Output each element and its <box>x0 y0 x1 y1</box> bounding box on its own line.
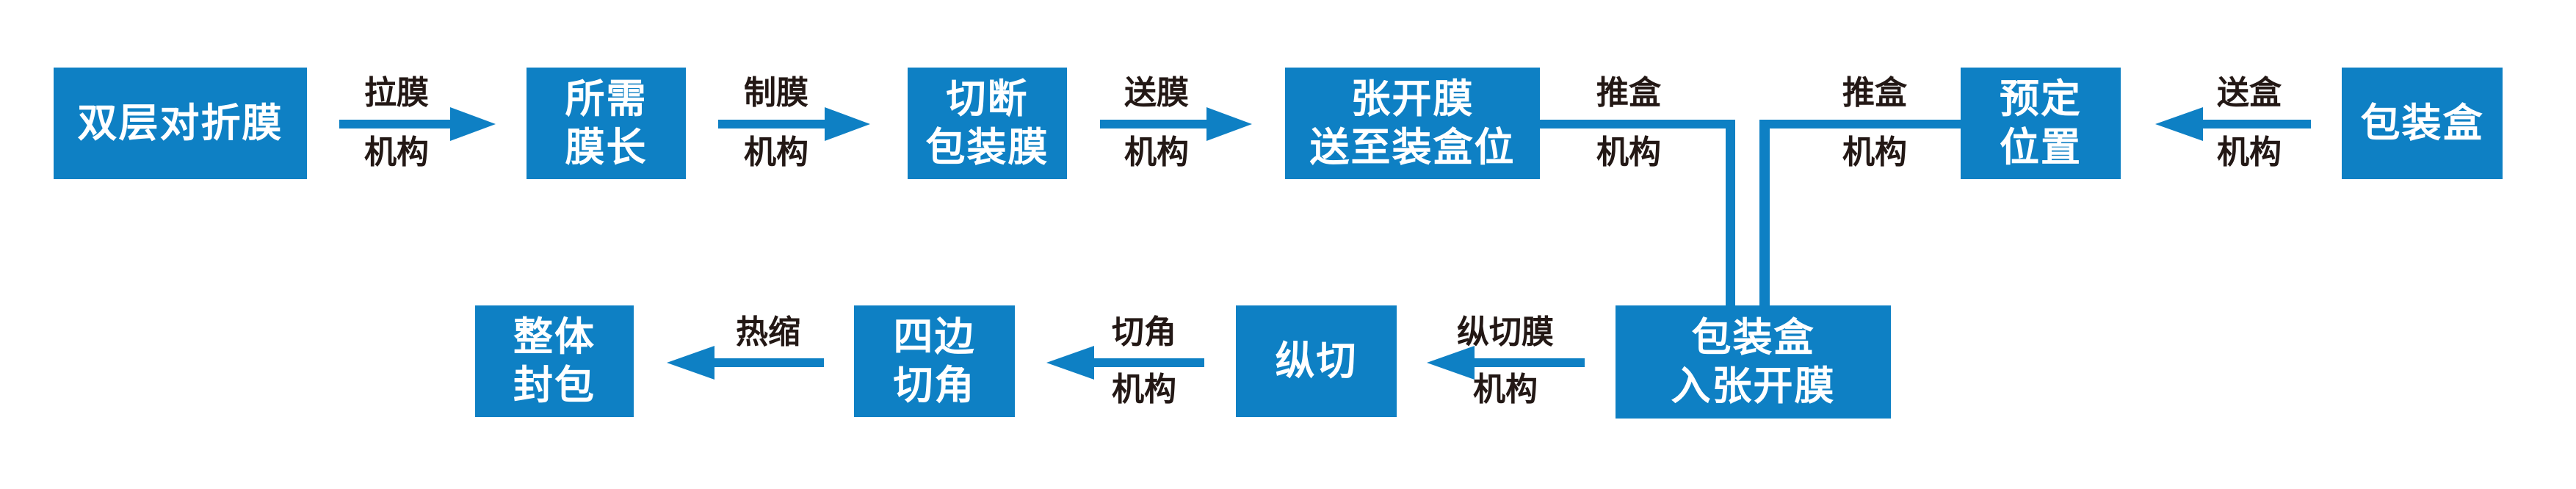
box-required-film-length-line1: 所需 <box>565 77 648 121</box>
feed-box-mechanism-label: 机构 <box>2217 134 2282 170</box>
box-cut-packaging-film-line2: 包装膜 <box>925 126 1049 170</box>
box-cut-packaging-film: 切断 包装膜 <box>908 68 1067 179</box>
box-box-enters-opened-film: 包装盒 入张开膜 <box>1616 305 1891 419</box>
box-overall-sealing-line2: 封包 <box>513 363 596 408</box>
corner-cut-arrow-head-icon <box>1046 346 1094 380</box>
heat-shrink-label: 热缩 <box>736 314 800 350</box>
box-packaging-box-label: 包装盒 <box>2360 101 2484 145</box>
box-four-side-corner-cut-line2: 切角 <box>893 363 976 408</box>
box-overall-sealing: 整体 封包 <box>475 305 634 417</box>
box-box-enters-opened-film-line1: 包装盒 <box>1691 316 1815 360</box>
pull-film-arrow-head-icon <box>450 107 496 141</box>
feed-box-arrow-shaft <box>2203 120 2311 128</box>
box-double-folded-film-label: 双层对折膜 <box>77 101 283 145</box>
push-box-right-mechanism-label: 机构 <box>1842 134 1907 170</box>
make-film-arrow-head-icon <box>825 107 870 141</box>
box-four-side-corner-cut-line1: 四边 <box>893 315 976 359</box>
pull-film-label: 拉膜 <box>364 75 429 111</box>
heat-shrink-arrow-head-icon <box>667 346 714 380</box>
push-box-left-mechanism-label: 机构 <box>1596 134 1661 170</box>
box-predetermined-position-line2: 位置 <box>2000 126 2082 170</box>
box-overall-sealing-line1: 整体 <box>513 315 596 359</box>
box-open-film-to-boxing-station: 张开膜 送至装盒位 <box>1285 68 1540 179</box>
push-box-right-horizontal-line <box>1759 120 1961 128</box>
feed-film-mechanism-label: 机构 <box>1124 134 1189 170</box>
corner-cut-arrow-shaft <box>1094 358 1204 367</box>
push-box-left-horizontal-line <box>1540 120 1735 128</box>
box-longitudinal-cut: 纵切 <box>1236 305 1397 417</box>
box-four-side-corner-cut: 四边 切角 <box>854 305 1015 417</box>
slit-film-label: 纵切膜 <box>1457 314 1554 350</box>
box-box-enters-opened-film-line2: 入张开膜 <box>1671 364 1836 408</box>
box-cut-packaging-film-line1: 切断 <box>946 77 1029 121</box>
box-longitudinal-cut-label: 纵切 <box>1275 339 1358 383</box>
slit-film-arrow-shaft <box>1475 358 1585 367</box>
slit-film-mechanism-label: 机构 <box>1473 372 1538 408</box>
box-predetermined-position: 预定 位置 <box>1961 68 2121 179</box>
slit-film-arrow-head-icon <box>1427 346 1475 380</box>
feed-film-label: 送膜 <box>1124 75 1189 111</box>
box-packaging-box: 包装盒 <box>2342 68 2503 179</box>
box-predetermined-position-line1: 预定 <box>2000 77 2082 121</box>
feed-box-arrow-head-icon <box>2155 107 2203 141</box>
pull-film-mechanism-label: 机构 <box>364 134 429 170</box>
push-box-right-vertical-line <box>1759 120 1770 305</box>
push-box-right-label: 推盒 <box>1842 75 1907 111</box>
box-required-film-length: 所需 膜长 <box>527 68 686 179</box>
push-box-left-vertical-line <box>1726 120 1735 305</box>
make-film-label: 制膜 <box>744 75 808 111</box>
make-film-arrow-shaft <box>718 120 825 128</box>
make-film-mechanism-label: 机构 <box>744 134 808 170</box>
box-double-folded-film: 双层对折膜 <box>54 68 307 179</box>
box-required-film-length-line2: 膜长 <box>565 126 648 170</box>
feed-box-label: 送盒 <box>2217 75 2282 111</box>
corner-cut-mechanism-label: 机构 <box>1112 372 1176 408</box>
feed-film-arrow-head-icon <box>1206 107 1252 141</box>
heat-shrink-arrow-shaft <box>714 358 824 367</box>
box-open-film-line1: 张开膜 <box>1350 77 1475 121</box>
box-open-film-line2: 送至装盒位 <box>1309 126 1516 170</box>
corner-cut-label: 切角 <box>1112 314 1176 350</box>
pull-film-arrow-shaft <box>339 120 450 128</box>
feed-film-arrow-shaft <box>1100 120 1206 128</box>
push-box-left-label: 推盒 <box>1596 75 1661 111</box>
